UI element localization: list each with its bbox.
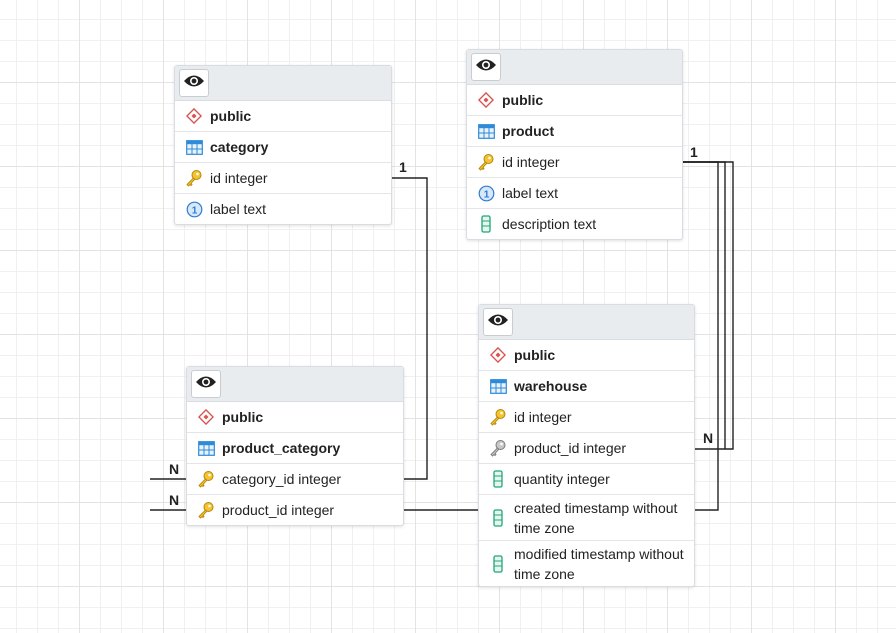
column-row: 1 label text — [467, 178, 682, 209]
table-icon — [489, 377, 507, 395]
cardinality-product: 1 — [690, 144, 698, 160]
column-name: label text — [502, 185, 559, 201]
table-name: category — [210, 139, 269, 155]
column-row: id integer — [479, 402, 694, 433]
schema-name: public — [210, 108, 252, 124]
schema-row: public — [175, 101, 391, 132]
table-name: warehouse — [514, 378, 588, 394]
column-name: id integer — [210, 170, 268, 186]
column-row: category_id integer — [187, 464, 403, 495]
column-list: id integer product_id integer quantity i… — [479, 402, 694, 586]
schema-name: public — [502, 92, 544, 108]
column-name: created timestamp without time zone — [514, 499, 678, 536]
schema-row: public — [479, 340, 694, 371]
svg-text:1: 1 — [483, 189, 489, 200]
cardinality-warehouse: N — [703, 430, 713, 446]
column-name: modified timestamp without time zone — [514, 545, 684, 582]
key-icon — [477, 153, 495, 171]
column-row: product_id integer — [479, 433, 694, 464]
eye-icon — [195, 375, 217, 394]
column-row: 1 label text — [175, 194, 391, 224]
table-node-category[interactable]: public category id integer 1 label text — [174, 65, 392, 225]
column-name: id integer — [502, 154, 560, 170]
column-list: id integer 1 label text — [175, 163, 391, 224]
schema-icon — [197, 408, 215, 426]
column-icon — [477, 215, 495, 233]
column-row: product_id integer — [187, 495, 403, 525]
table-node-warehouse[interactable]: public warehouse id integer product_id i… — [478, 304, 695, 587]
view-toggle-button[interactable] — [471, 53, 501, 81]
table-name-row: product_category — [187, 433, 403, 464]
column-name: product_id integer — [514, 440, 627, 456]
unique-icon: 1 — [185, 200, 203, 218]
node-header — [467, 50, 682, 85]
column-icon — [489, 470, 507, 488]
schema-icon — [185, 107, 203, 125]
view-toggle-button[interactable] — [179, 69, 209, 97]
key-icon — [197, 470, 215, 488]
column-icon — [489, 508, 507, 527]
schema-row: public — [467, 85, 682, 116]
svg-text:1: 1 — [191, 205, 197, 216]
column-name: description text — [502, 216, 597, 232]
column-name: category_id integer — [222, 471, 342, 487]
key-icon — [489, 408, 507, 426]
column-icon — [489, 554, 507, 573]
column-row: id integer — [467, 147, 682, 178]
table-node-product-category[interactable]: public product_category category_id inte… — [186, 366, 404, 526]
table-name-row: warehouse — [479, 371, 694, 402]
node-header — [187, 367, 403, 402]
unique-icon: 1 — [477, 184, 495, 202]
cardinality-pc-category: N — [169, 461, 179, 477]
column-list: category_id integer product_id integer — [187, 464, 403, 525]
column-name: id integer — [514, 409, 572, 425]
column-row: description text — [467, 209, 682, 239]
column-name: product_id integer — [222, 502, 335, 518]
column-name: quantity integer — [514, 471, 610, 487]
table-name-row: category — [175, 132, 391, 163]
column-name: label text — [210, 201, 267, 217]
table-icon — [185, 138, 203, 156]
table-name: product — [502, 123, 555, 139]
node-header — [479, 305, 694, 340]
table-icon — [197, 439, 215, 457]
schema-icon — [477, 91, 495, 109]
eye-icon — [487, 313, 509, 332]
cardinality-category: 1 — [399, 159, 407, 175]
table-name-row: product — [467, 116, 682, 147]
eye-icon — [475, 58, 497, 77]
table-node-product[interactable]: public product id integer 1 label text d… — [466, 49, 683, 240]
schema-row: public — [187, 402, 403, 433]
cardinality-pc-product: N — [169, 492, 179, 508]
column-row: quantity integer — [479, 464, 694, 495]
column-list: id integer 1 label text description text — [467, 147, 682, 239]
table-name: product_category — [222, 440, 341, 456]
edge-category-product-category[interactable] — [391, 177, 428, 480]
key-icon — [197, 501, 215, 519]
eye-icon — [183, 74, 205, 93]
column-row: created timestamp without time zone — [479, 495, 694, 541]
schema-name: public — [514, 347, 556, 363]
view-toggle-button[interactable] — [483, 308, 513, 336]
column-row: id integer — [175, 163, 391, 194]
column-row: modified timestamp without time zone — [479, 541, 694, 586]
foreign-key-icon — [489, 439, 507, 457]
key-icon — [185, 169, 203, 187]
node-header — [175, 66, 391, 101]
view-toggle-button[interactable] — [191, 370, 221, 398]
table-icon — [477, 122, 495, 140]
schema-name: public — [222, 409, 264, 425]
schema-icon — [489, 346, 507, 364]
